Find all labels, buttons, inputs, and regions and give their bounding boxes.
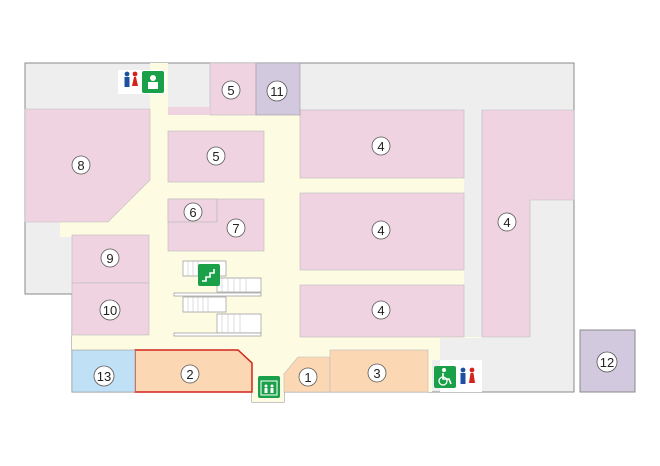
label-8: 8 xyxy=(71,155,91,175)
svg-text:13: 13 xyxy=(97,369,111,384)
svg-text:6: 6 xyxy=(189,205,196,220)
label-1: 1 xyxy=(298,367,318,387)
svg-text:7: 7 xyxy=(232,221,239,236)
wheelchair-icon[interactable] xyxy=(434,366,456,388)
label-11: 11 xyxy=(266,80,288,102)
svg-text:11: 11 xyxy=(270,84,284,99)
label-4: 4 xyxy=(371,136,391,156)
label-5: 5 xyxy=(206,146,226,166)
shop-block[interactable] xyxy=(168,107,210,115)
svg-text:4: 4 xyxy=(377,223,384,238)
label-12: 12 xyxy=(596,351,618,373)
label-13: 13 xyxy=(93,365,115,387)
label-10: 10 xyxy=(99,299,121,321)
label-7: 7 xyxy=(226,218,246,238)
label-4: 4 xyxy=(371,300,391,320)
label-3: 3 xyxy=(367,363,387,383)
svg-text:4: 4 xyxy=(377,139,384,154)
area-12[interactable] xyxy=(579,329,636,393)
area-labels: 1 2 3 4 4 4 4 5 5 6 7 8 9 10 11 12 13 xyxy=(71,80,618,387)
label-4: 4 xyxy=(497,212,517,232)
stairs-icon[interactable] xyxy=(198,264,220,286)
restroom-icon[interactable] xyxy=(460,367,476,384)
nursing-room-icon[interactable] xyxy=(142,71,164,93)
label-2: 2 xyxy=(180,364,200,384)
svg-text:10: 10 xyxy=(103,303,117,318)
svg-text:5: 5 xyxy=(227,83,234,98)
label-5: 5 xyxy=(221,80,241,100)
svg-text:2: 2 xyxy=(186,367,193,382)
svg-text:4: 4 xyxy=(377,303,384,318)
shop-block[interactable] xyxy=(481,109,575,338)
svg-text:1: 1 xyxy=(304,370,311,385)
svg-text:8: 8 xyxy=(77,158,84,173)
svg-text:4: 4 xyxy=(503,215,510,230)
label-9: 9 xyxy=(100,248,120,268)
svg-text:5: 5 xyxy=(212,149,219,164)
svg-text:3: 3 xyxy=(373,366,380,381)
label-4: 4 xyxy=(371,220,391,240)
svg-text:9: 9 xyxy=(106,251,113,266)
shop-block[interactable] xyxy=(71,234,150,284)
svg-text:12: 12 xyxy=(600,355,614,370)
shop-block[interactable] xyxy=(167,198,265,252)
elevator-icon[interactable] xyxy=(258,376,280,398)
label-6: 6 xyxy=(183,202,203,222)
